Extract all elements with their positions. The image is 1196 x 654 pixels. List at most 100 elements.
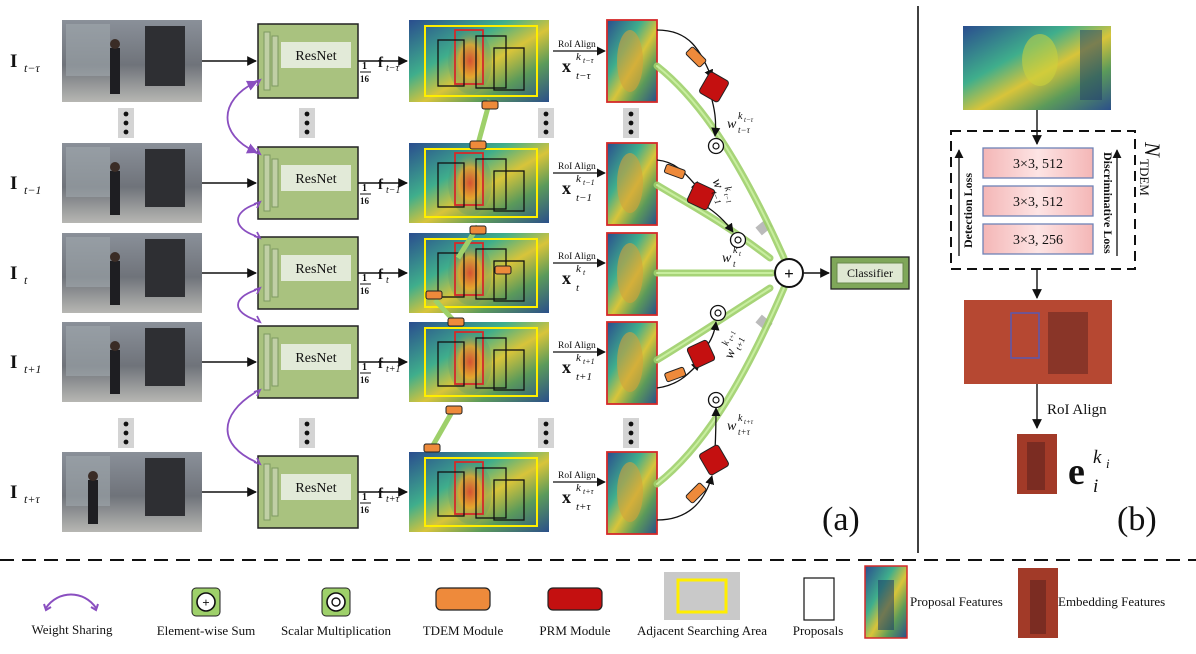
svg-text:16: 16 <box>360 286 370 296</box>
svg-text:x: x <box>562 56 571 76</box>
svg-text:f: f <box>378 55 384 71</box>
svg-text:+: + <box>784 264 794 283</box>
svg-text:t−1: t−1 <box>583 178 595 187</box>
prm-modules <box>663 46 729 504</box>
svg-text:1: 1 <box>362 183 367 194</box>
legend-label: Adjacent Searching Area <box>637 623 767 638</box>
svg-text:k: k <box>722 185 734 193</box>
svg-text:t−τ: t−τ <box>24 61 40 75</box>
svg-text:k: k <box>1093 447 1102 468</box>
proposal-feature <box>606 142 658 226</box>
svg-text:f: f <box>378 267 384 283</box>
legend-proposals: Proposals <box>793 577 843 638</box>
proposal-feature <box>606 321 658 405</box>
svg-text:t+1: t+1 <box>583 357 595 366</box>
svg-text:1: 1 <box>362 492 367 503</box>
embedding-feature <box>1017 434 1057 494</box>
feature-heatmap <box>409 143 549 223</box>
tdem-module <box>663 163 686 180</box>
prm-module <box>699 444 729 476</box>
scale-fraction: 116 <box>360 492 371 515</box>
proposal-feature <box>606 451 658 535</box>
svg-text:16: 16 <box>360 196 370 206</box>
weight-label: wkt+1t+1 <box>720 330 747 361</box>
svg-text:t−1: t−1 <box>24 183 41 197</box>
svg-text:t: t <box>386 275 389 286</box>
resnet-label: ResNet <box>295 351 336 366</box>
svg-text:t+τ: t+τ <box>744 418 754 426</box>
ellipsis-marker <box>299 108 315 138</box>
legend-weight-sharing: Weight Sharing <box>32 593 113 637</box>
element-wise-sum-node: + <box>774 258 804 288</box>
ellipsis-marker <box>299 418 315 448</box>
svg-text:t+τ: t+τ <box>24 492 40 506</box>
svg-text:f: f <box>378 356 384 372</box>
weight-sharing-arcs <box>226 80 258 463</box>
svg-text:t−τ: t−τ <box>738 125 751 135</box>
svg-text:RoI Align: RoI Align <box>558 341 596 351</box>
tdem-module <box>425 290 443 300</box>
legend-adjacent-search-area: Adjacent Searching Area <box>637 572 767 638</box>
feature-heatmap <box>409 452 549 532</box>
svg-text:t−1: t−1 <box>576 192 592 204</box>
svg-text:I: I <box>10 173 17 194</box>
tdem-module <box>685 482 707 504</box>
legend-label: Weight Sharing <box>32 622 113 637</box>
ellipsis-marker <box>623 108 639 138</box>
resnet-label: ResNet <box>295 49 336 64</box>
svg-text:RoI Align: RoI Align <box>558 252 596 262</box>
ellipsis-marker <box>623 418 639 448</box>
ellipsis-marker <box>538 418 554 448</box>
svg-text:I: I <box>10 482 17 503</box>
svg-text:k: k <box>576 352 582 364</box>
legend-label: PRM Module <box>539 623 610 638</box>
scale-fraction: 116 <box>360 183 371 206</box>
svg-text:I: I <box>10 51 17 72</box>
tdem-layer-stack: 3×3, 512 3×3, 512 3×3, 256 <box>982 147 1094 255</box>
scale-fraction: 116 <box>360 61 371 84</box>
tdem-module <box>423 443 441 453</box>
ellipsis-marker <box>118 108 134 138</box>
svg-text:f: f <box>378 177 384 193</box>
panel-b-feature-map <box>964 300 1112 384</box>
feature-heatmap <box>409 233 549 313</box>
svg-text:TDEM: TDEM <box>1137 159 1152 196</box>
svg-text:t−τ: t−τ <box>386 63 400 74</box>
svg-text:t−1: t−1 <box>709 190 723 206</box>
svg-text:3×3, 256: 3×3, 256 <box>1013 233 1063 248</box>
panel-a-label: (a) <box>822 501 860 538</box>
legend-label: Embedding Features <box>1058 594 1165 609</box>
svg-text:3×3, 512: 3×3, 512 <box>1013 195 1063 210</box>
tdem-module <box>445 405 463 415</box>
legend-label: Proposal Features <box>910 594 1003 609</box>
tdem-module-title: N TDEM <box>1137 141 1165 196</box>
svg-text:16: 16 <box>360 505 370 515</box>
svg-text:i: i <box>1106 456 1110 471</box>
svg-text:t+τ: t+τ <box>576 501 591 513</box>
prm-module <box>686 339 716 369</box>
svg-text:k: k <box>733 245 738 256</box>
svg-text:RoI Align: RoI Align <box>558 471 596 481</box>
tdem-module <box>469 225 487 235</box>
svg-text:3×3, 512: 3×3, 512 <box>1013 157 1063 172</box>
classifier-box: Classifier <box>830 256 910 290</box>
discriminative-loss-label: Discriminative Loss <box>1101 152 1115 254</box>
legend-scalar-multiplication: Scalar Multiplication <box>281 587 392 638</box>
svg-text:t−τ: t−τ <box>583 56 595 65</box>
fusion-streams <box>653 62 788 488</box>
legend-proposal-features: Proposal Features <box>864 565 1003 639</box>
scalar-mult-nodes <box>707 137 747 409</box>
tdem-conv-layer: 3×3, 256 <box>982 223 1094 255</box>
legend-element-wise-sum: + Element-wise Sum <box>157 587 255 638</box>
svg-text:16: 16 <box>360 375 370 385</box>
resnet-label: ResNet <box>295 481 336 496</box>
